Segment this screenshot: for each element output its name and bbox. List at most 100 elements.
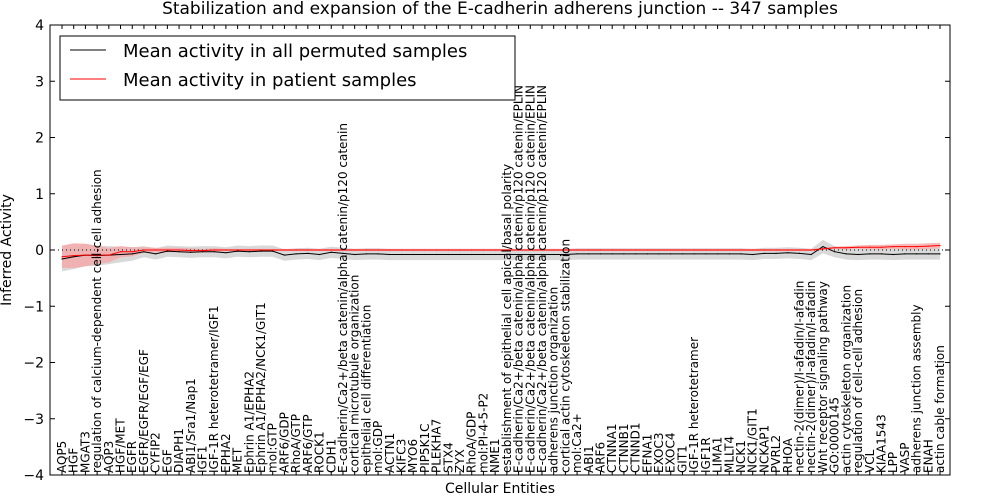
data-point-permuted xyxy=(927,253,929,255)
x-tick-label: RhoA/GTP xyxy=(289,414,303,473)
data-point-permuted xyxy=(155,253,157,255)
x-tick-label: PLEKHA7 xyxy=(430,419,444,473)
data-point-patient xyxy=(400,249,403,251)
x-tick-label: mol:GDP xyxy=(371,421,385,473)
x-tick-label: RhoA/GDP xyxy=(465,412,479,473)
data-point-patient xyxy=(576,249,578,251)
data-point-patient xyxy=(529,249,531,251)
data-point-patient xyxy=(705,249,707,251)
legend: Mean activity in all permuted samples Me… xyxy=(59,35,516,101)
data-point-patient xyxy=(904,246,906,248)
data-point-permuted xyxy=(143,251,145,253)
data-point-patient xyxy=(178,249,180,251)
x-tick-label: NCK1/GIT1 xyxy=(746,408,760,473)
data-point-patient xyxy=(869,246,871,248)
data-point-patient xyxy=(518,249,520,251)
x-tick-label: EFNA1 xyxy=(640,434,654,473)
data-point-patient xyxy=(318,249,321,251)
data-point-permuted xyxy=(459,253,461,256)
data-point-patient xyxy=(166,249,168,251)
x-tick-label: adherens junction organization xyxy=(547,287,561,473)
data-point-permuted xyxy=(131,253,133,255)
x-tick-label: ARF6/GTP xyxy=(301,414,315,473)
data-point-patient xyxy=(201,250,204,252)
data-point-permuted xyxy=(283,254,285,256)
data-point-permuted xyxy=(822,246,824,248)
data-point-permuted xyxy=(237,250,239,252)
x-tick-label: establishment of epithelial cell apical/… xyxy=(500,164,514,473)
x-tick-label: DIAPH1 xyxy=(172,428,186,473)
legend-label-patient: Mean activity in patient samples xyxy=(123,70,417,91)
x-tick-label: EGFR xyxy=(125,441,139,473)
data-point-permuted xyxy=(892,253,894,256)
data-point-patient xyxy=(787,249,789,251)
data-point-permuted xyxy=(529,253,531,256)
data-point-permuted xyxy=(389,253,391,256)
x-tick-label: PVRL2 xyxy=(769,435,783,473)
data-point-permuted xyxy=(916,253,918,255)
data-point-permuted xyxy=(658,253,660,255)
series-lines xyxy=(61,244,941,260)
x-tick-label: nectin-2(dimer)/I-afadin/I-afadin xyxy=(804,281,818,473)
series-line-permuted xyxy=(61,246,940,260)
data-point-patient xyxy=(213,249,215,251)
x-tick-label: Ephrin A1/EPHA2 xyxy=(242,371,256,473)
y-tick-label: 2 xyxy=(35,131,44,147)
data-point-permuted xyxy=(693,253,695,255)
data-point-patient xyxy=(295,249,297,251)
x-tick-label: LPP xyxy=(886,452,900,473)
data-point-permuted xyxy=(588,253,590,255)
confidence-bands xyxy=(62,239,940,272)
data-point-permuted xyxy=(564,253,567,256)
data-point-patient xyxy=(119,251,122,253)
data-point-permuted xyxy=(225,252,227,254)
data-point-patient xyxy=(834,247,836,249)
data-point-permuted xyxy=(342,252,344,254)
data-point-permuted xyxy=(553,253,555,256)
series-line-patient xyxy=(61,245,941,258)
confidence-band-patient xyxy=(62,242,940,268)
x-tick-label: NCK1 xyxy=(734,440,748,473)
x-tick-label: CTNND1 xyxy=(629,422,643,473)
x-tick-label: PIP5K1C xyxy=(418,423,432,473)
x-tick-label: adherens junction assembly xyxy=(910,304,924,473)
data-point-permuted xyxy=(717,253,719,255)
x-tick-label: ABI1/Sra1/Nap1 xyxy=(184,378,198,473)
x-tick-label: EGF xyxy=(160,449,174,473)
data-point-patient xyxy=(681,249,684,251)
x-tick-label: Wnt receptor signaling pathway xyxy=(816,281,830,473)
data-point-permuted xyxy=(119,253,122,256)
x-tick-label: RHOA xyxy=(781,437,795,473)
data-point-permuted xyxy=(670,253,672,255)
data-point-patient xyxy=(248,249,250,251)
data-point-patient xyxy=(588,249,590,251)
x-tick-label: NCKAP1 xyxy=(757,425,771,473)
x-tick-label: nectin-2(dimer)/I-afadin/I-afadin xyxy=(793,281,807,473)
y-tick-label: 1 xyxy=(35,187,44,203)
x-tick-label: LIMA1 xyxy=(711,437,725,473)
data-point-patient xyxy=(553,249,555,251)
data-point-permuted xyxy=(646,253,648,255)
data-point-patient xyxy=(728,249,730,251)
data-point-patient xyxy=(670,249,672,251)
data-point-patient xyxy=(822,248,824,250)
data-point-permuted xyxy=(73,256,75,258)
data-point-permuted xyxy=(763,252,766,254)
data-point-permuted xyxy=(471,253,473,256)
x-tick-label: actin cytoskeleton organization xyxy=(839,285,853,473)
data-point-patient xyxy=(131,251,133,253)
y-tick-label: −2 xyxy=(23,356,44,372)
x-tick-label: E-cadherin/Ca2+/beta catenin/alpha caten… xyxy=(512,85,526,473)
data-point-patient xyxy=(365,249,367,251)
data-point-permuted xyxy=(377,253,379,255)
data-point-patient xyxy=(845,247,847,249)
data-point-patient xyxy=(810,249,812,251)
data-point-patient xyxy=(330,249,332,251)
data-point-permuted xyxy=(635,253,637,255)
legend-label-permuted: Mean activity in all permuted samples xyxy=(123,41,467,62)
data-point-patient xyxy=(459,249,461,251)
data-point-permuted xyxy=(494,253,496,256)
chart-title: Stabilization and expansion of the E-cad… xyxy=(162,0,838,19)
data-point-permuted xyxy=(436,253,438,256)
